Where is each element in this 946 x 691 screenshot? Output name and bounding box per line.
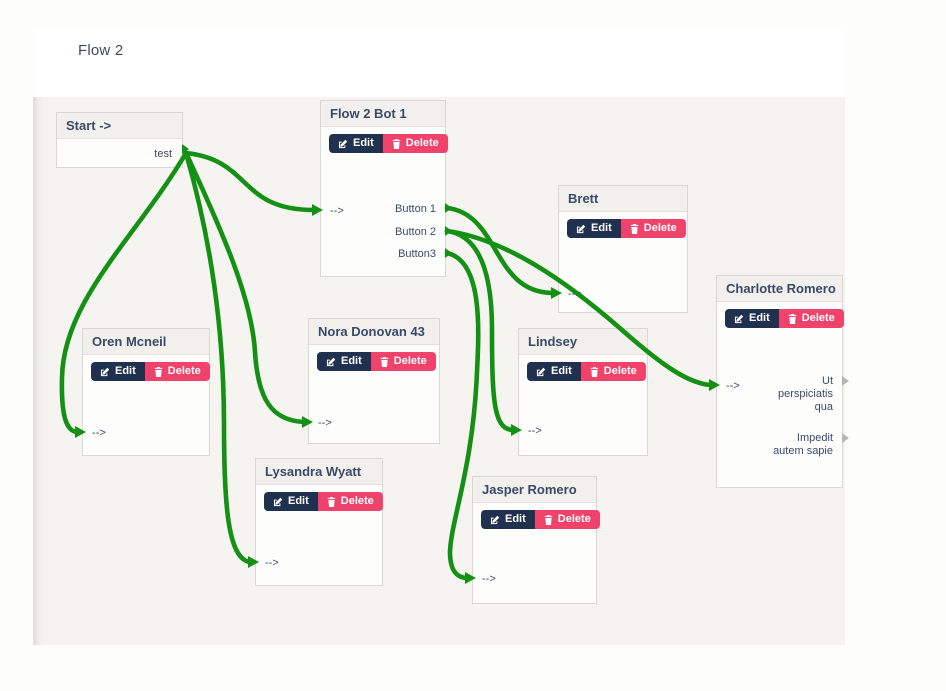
- node-charlotte[interactable]: Charlotte Romero Edit Delete --> Ut pers…: [716, 275, 849, 488]
- output-marker-icon[interactable]: [842, 376, 849, 386]
- node-oren[interactable]: Oren Mcneil Edit Delete -->: [82, 328, 210, 456]
- delete-button-label: Delete: [643, 222, 677, 234]
- delete-button[interactable]: Delete: [317, 492, 383, 511]
- trash-icon: [392, 138, 401, 149]
- node-lindsey[interactable]: Lindsey Edit Delete -->: [518, 328, 648, 456]
- trash-icon: [154, 366, 163, 377]
- edit-button-label: Edit: [591, 222, 612, 234]
- edit-button-label: Edit: [749, 312, 770, 324]
- node-lysandra[interactable]: Lysandra Wyatt Edit Delete -->: [255, 458, 383, 586]
- edit-button[interactable]: Edit: [91, 362, 145, 381]
- output-marker-icon[interactable]: [842, 433, 849, 443]
- input-port[interactable]: -->: [568, 288, 582, 300]
- node-nora[interactable]: Nora Donovan 43 Edit Delete -->: [308, 318, 440, 444]
- trash-icon: [544, 514, 553, 525]
- output-port-ut-perspiciatis[interactable]: Ut perspiciatis qua: [777, 375, 833, 413]
- edit-pencil-icon: [490, 515, 500, 524]
- node-brett-title: Brett: [559, 186, 687, 212]
- output-marker-button3-icon[interactable]: [445, 248, 452, 258]
- trash-icon: [380, 356, 389, 367]
- flow-header-bar: Flow 2: [33, 28, 845, 97]
- input-port[interactable]: -->: [92, 427, 106, 439]
- output-marker-button1-icon[interactable]: [445, 203, 452, 213]
- delete-button[interactable]: Delete: [382, 134, 448, 153]
- output-port-test[interactable]: test: [154, 148, 172, 160]
- input-port[interactable]: -->: [482, 573, 496, 585]
- delete-button[interactable]: Delete: [370, 352, 436, 371]
- edit-button[interactable]: Edit: [481, 510, 535, 529]
- output-port-button1[interactable]: Button 1: [395, 203, 436, 215]
- node-flow2bot1-title: Flow 2 Bot 1: [321, 101, 445, 127]
- flow-title: Flow 2: [78, 42, 124, 59]
- delete-button[interactable]: Delete: [534, 510, 600, 529]
- node-start-title: Start ->: [57, 113, 182, 139]
- edit-pencil-icon: [326, 357, 336, 366]
- node-nora-title: Nora Donovan 43: [309, 319, 439, 345]
- edit-button[interactable]: Edit: [317, 352, 371, 371]
- edit-button[interactable]: Edit: [264, 492, 318, 511]
- delete-button[interactable]: Delete: [144, 362, 210, 381]
- edit-button[interactable]: Edit: [725, 309, 779, 328]
- delete-button-label: Delete: [557, 513, 591, 525]
- delete-button[interactable]: Delete: [620, 219, 686, 238]
- node-start[interactable]: Start -> test: [56, 112, 189, 168]
- delete-button[interactable]: Delete: [580, 362, 646, 381]
- delete-button-label: Delete: [801, 312, 835, 324]
- edit-button-label: Edit: [505, 513, 526, 525]
- output-port-button3[interactable]: Button3: [398, 248, 436, 260]
- output-marker-button2-icon[interactable]: [445, 226, 452, 236]
- node-jasper[interactable]: Jasper Romero Edit Delete -->: [472, 476, 600, 604]
- node-lindsey-title: Lindsey: [519, 329, 647, 355]
- delete-button-label: Delete: [603, 365, 637, 377]
- trash-icon: [327, 496, 336, 507]
- edit-pencil-icon: [536, 367, 546, 376]
- edit-button-label: Edit: [341, 355, 362, 367]
- edit-button-label: Edit: [115, 365, 136, 377]
- edit-pencil-icon: [273, 497, 283, 506]
- trash-icon: [788, 313, 797, 324]
- input-port[interactable]: -->: [528, 425, 542, 437]
- edit-pencil-icon: [576, 224, 586, 233]
- node-brett[interactable]: Brett Edit Delete -->: [558, 185, 688, 313]
- edit-button-label: Edit: [353, 137, 374, 149]
- node-charlotte-title: Charlotte Romero: [717, 276, 842, 302]
- delete-button-label: Delete: [340, 495, 374, 507]
- input-port[interactable]: -->: [265, 557, 279, 569]
- output-port-impedit-autem[interactable]: Impedit autem sapie: [773, 432, 833, 457]
- node-jasper-title: Jasper Romero: [473, 477, 596, 503]
- output-port-button2[interactable]: Button 2: [395, 226, 436, 238]
- edit-pencil-icon: [100, 367, 110, 376]
- input-port[interactable]: -->: [726, 380, 740, 392]
- delete-button-label: Delete: [405, 137, 439, 149]
- node-flow2bot1[interactable]: Flow 2 Bot 1 Edit Delete --> Button 1 Bu…: [320, 100, 452, 277]
- output-marker-test-icon[interactable]: [182, 144, 189, 154]
- edit-button[interactable]: Edit: [567, 219, 621, 238]
- edit-button[interactable]: Edit: [527, 362, 581, 381]
- input-port[interactable]: -->: [330, 205, 344, 217]
- node-lysandra-title: Lysandra Wyatt: [256, 459, 382, 485]
- delete-button-label: Delete: [167, 365, 201, 377]
- trash-icon: [630, 223, 639, 234]
- edit-button-label: Edit: [288, 495, 309, 507]
- edit-button-label: Edit: [551, 365, 572, 377]
- input-port[interactable]: -->: [318, 417, 332, 429]
- node-oren-title: Oren Mcneil: [83, 329, 209, 355]
- edit-pencil-icon: [338, 139, 348, 148]
- trash-icon: [590, 366, 599, 377]
- edit-pencil-icon: [734, 314, 744, 323]
- delete-button-label: Delete: [393, 355, 427, 367]
- delete-button[interactable]: Delete: [778, 309, 844, 328]
- edit-button[interactable]: Edit: [329, 134, 383, 153]
